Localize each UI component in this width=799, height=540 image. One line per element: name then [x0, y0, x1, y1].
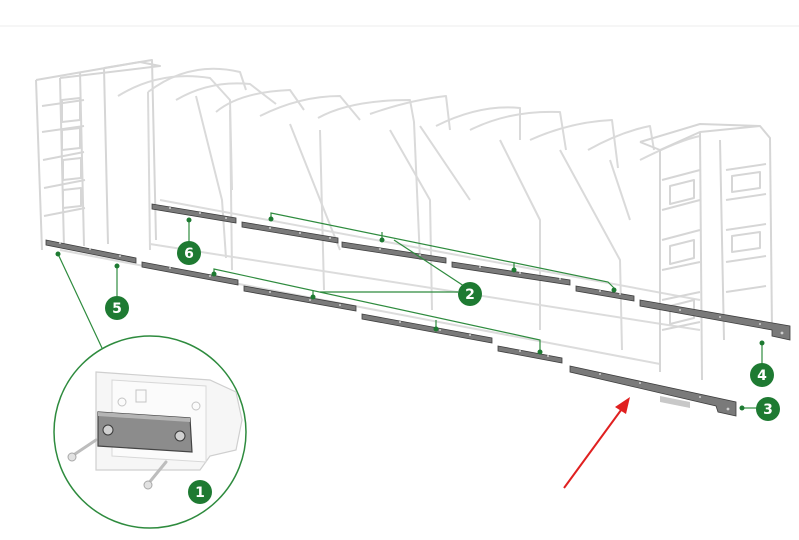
callout-5: 5 — [105, 296, 129, 320]
rail-part-3 — [569, 365, 737, 417]
svg-text:4: 4 — [757, 368, 767, 384]
right-end-frame — [639, 123, 773, 381]
callout-4: 4 — [750, 363, 774, 387]
rail-parts — [45, 203, 791, 417]
callout-badges: 1 2 3 4 5 6 — [105, 241, 780, 504]
svg-text:6: 6 — [184, 246, 194, 262]
frame-structure — [35, 59, 773, 381]
callout-2: 2 — [458, 282, 482, 306]
callout-1: 1 — [188, 480, 212, 504]
red-arrow-icon — [563, 397, 630, 489]
svg-text:1: 1 — [195, 485, 205, 501]
callout-3: 3 — [756, 397, 780, 421]
svg-text:2: 2 — [465, 287, 475, 303]
rail-part-5 — [45, 239, 137, 264]
svg-text:3: 3 — [763, 402, 773, 418]
leader-dots — [55, 216, 765, 411]
rail-part-4 — [639, 299, 791, 341]
callout-6: 6 — [177, 241, 201, 265]
svg-text:5: 5 — [112, 301, 122, 317]
arch-hoops — [117, 67, 701, 351]
rail-part-2-lower — [141, 261, 563, 364]
rail-part-6 — [151, 203, 237, 224]
rail-holes — [59, 207, 784, 411]
left-end-frame — [35, 59, 161, 251]
magnified-bracket-icon — [53, 335, 247, 529]
